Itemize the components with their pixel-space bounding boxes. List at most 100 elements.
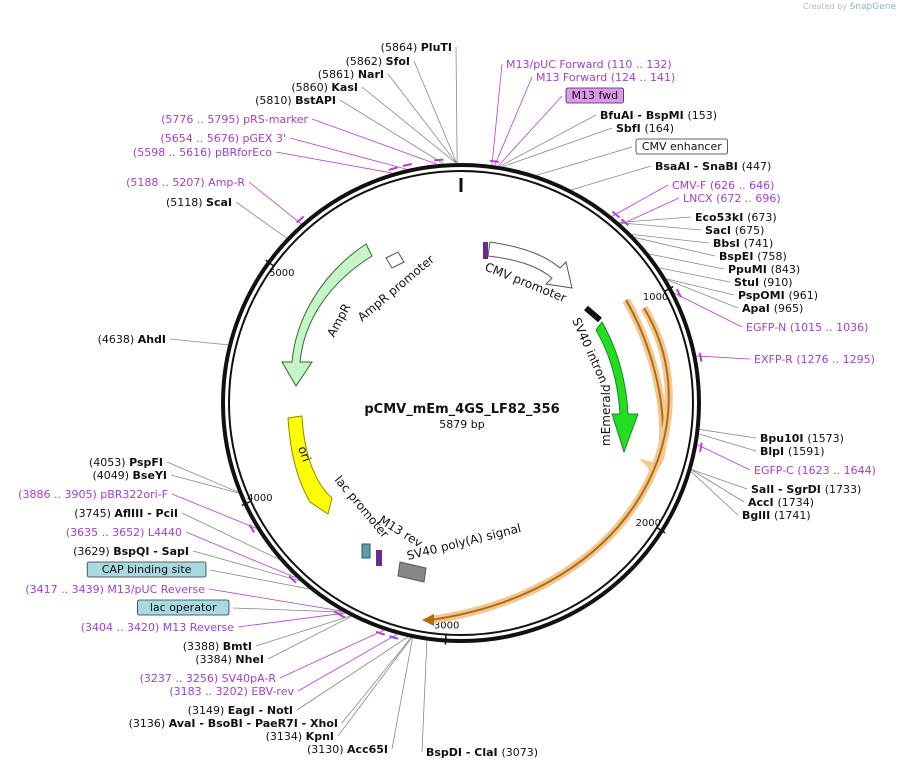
- leader-line: [674, 292, 743, 328]
- primer-mark: [699, 442, 703, 452]
- memerald-arrow[interactable]: [595, 321, 639, 454]
- orange-lower-arc-inner: [429, 307, 670, 621]
- feature-box-text: lac operator: [150, 601, 217, 614]
- tick-mark: [656, 526, 666, 534]
- primer-label: M13 Forward (124 .. 141): [536, 71, 675, 84]
- leader-line: [255, 615, 351, 647]
- tick-mark: [241, 500, 252, 507]
- enzyme-label: PspOMI (961): [738, 289, 818, 302]
- tick-mark: [664, 285, 674, 293]
- primer-mark: [388, 166, 398, 171]
- enzyme-label: (5862) SfoI: [346, 55, 410, 68]
- leader-line: [649, 253, 725, 270]
- enzyme-label: BsaAI - SnaBI (447): [655, 160, 771, 173]
- leader-line: [296, 636, 408, 711]
- leader-line: [235, 201, 287, 239]
- enzyme-label: BlpI (1591): [760, 445, 825, 458]
- leader-line: [311, 118, 438, 165]
- feature-box-text: CMV enhancer: [642, 140, 722, 153]
- features: [281, 241, 673, 626]
- primer-label: (5776 .. 5795) pRS-marker: [161, 113, 308, 126]
- leader-line: [170, 474, 239, 494]
- leader-line: [387, 73, 457, 164]
- primer-mark: [489, 159, 499, 163]
- cmv-promoter-arrow[interactable]: [487, 241, 573, 289]
- feature-box-label: [86, 561, 207, 578]
- enzyme-label: SbfI (164): [616, 122, 674, 135]
- leader-line: [275, 151, 393, 174]
- feature-box-text: CAP binding site: [102, 563, 192, 576]
- leader-line: [494, 76, 533, 166]
- leader-line: [498, 95, 563, 167]
- leader-line: [611, 184, 669, 217]
- leader-line: [666, 279, 739, 309]
- ori-arrow[interactable]: [287, 415, 333, 515]
- enzyme-label: BglII (1741): [742, 509, 811, 522]
- primer-mark: [248, 524, 256, 533]
- primer-mark: [434, 158, 444, 162]
- tick-label: 4000: [247, 493, 272, 504]
- leader-line: [279, 629, 384, 679]
- lac-promoter-box[interactable]: [361, 543, 371, 559]
- leader-line: [634, 237, 716, 257]
- label-ampr: AmpR: [324, 301, 353, 339]
- leader-line: [185, 531, 298, 579]
- m13-rev-box[interactable]: [376, 550, 382, 566]
- leader-line: [619, 222, 702, 231]
- sv40-polya-box[interactable]: [397, 561, 427, 583]
- leader-line: [267, 616, 352, 660]
- leader-line: [413, 60, 458, 164]
- sv40-intron-bar[interactable]: [584, 305, 602, 323]
- primer-label: CMV-F (626 .. 646): [672, 179, 774, 192]
- leader-line: [536, 146, 633, 176]
- snapgene-logo: SnapGene: [849, 2, 896, 12]
- enzyme-label: BspEI (758): [719, 250, 787, 263]
- leader-line: [631, 234, 710, 244]
- ampr-promoter-arrow[interactable]: [385, 251, 405, 269]
- primer-label: (5188 .. 5207) Amp-R: [126, 176, 245, 189]
- primer-mark: [698, 352, 703, 362]
- enzyme-label: SacI (675): [705, 224, 764, 237]
- enzyme-label: (3130) Acc65I: [307, 743, 388, 756]
- leader-line: [699, 429, 757, 439]
- leader-line: [208, 588, 342, 612]
- leader-line: [181, 512, 280, 560]
- tick-label: 5000: [269, 268, 294, 279]
- leader-line: [289, 137, 407, 170]
- enzyme-label: (3149) EagI - NotI: [188, 704, 293, 717]
- enzyme-label: (4049) BseYI: [92, 469, 167, 482]
- m13-fwd-marker: [483, 242, 488, 259]
- primer-mark: [389, 635, 399, 640]
- leader-line: [391, 637, 413, 750]
- enzyme-label: BfuAI - BspMI (153): [600, 109, 717, 122]
- tick-label: 1000: [643, 292, 668, 303]
- label-ori: ori: [295, 444, 313, 463]
- leader-line: [698, 433, 757, 452]
- enzyme-label: (4638) AhdI: [98, 333, 166, 346]
- primer-label: (3635 .. 3652) L4440: [66, 526, 182, 539]
- leader-line: [237, 612, 345, 628]
- enzyme-label: (5860) KasI: [291, 81, 358, 94]
- primer-label: (3237 .. 3256) SV40pA-R: [140, 672, 277, 685]
- primer-label: (3183 .. 3202) EBV-rev: [169, 685, 294, 698]
- leader-line: [499, 114, 597, 167]
- ampr-arrow[interactable]: [281, 243, 373, 387]
- primer-mark: [402, 163, 413, 167]
- primer-label: EGFP-C (1623 .. 1644): [754, 464, 876, 477]
- backbone-inner: [228, 170, 694, 636]
- primer-label: (3417 .. 3439) M13/pUC Reverse: [25, 583, 205, 596]
- leader-line: [619, 216, 692, 223]
- tick-mark: [265, 259, 275, 267]
- leader-lines: [166, 46, 757, 753]
- feature-box-label: [635, 138, 728, 155]
- orange-lower-arc[interactable]: [429, 305, 673, 624]
- enzyme-label: Bpu10I (1573): [760, 432, 844, 445]
- enzyme-label: (3388) BmtI: [183, 640, 252, 653]
- leader-line: [341, 637, 412, 724]
- primer-mark: [288, 575, 297, 584]
- primer-mark: [296, 215, 305, 224]
- enzyme-label: ApaI (965): [742, 302, 803, 315]
- leader-line: [209, 569, 310, 590]
- leader-line: [659, 267, 731, 283]
